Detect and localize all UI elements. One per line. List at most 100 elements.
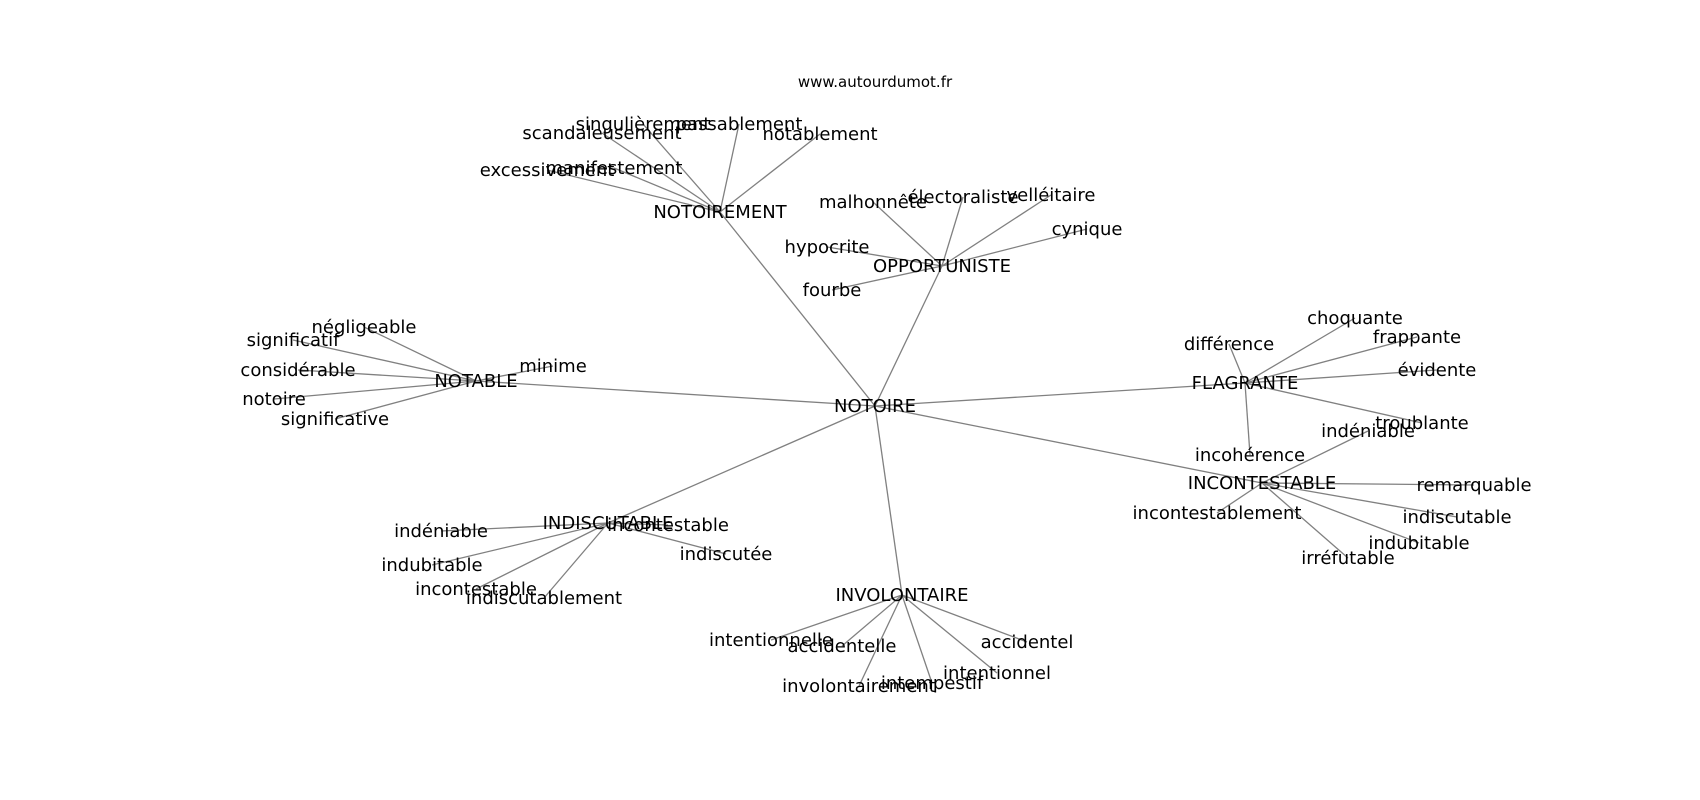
node-significatif[interactable]: significatif	[247, 330, 341, 351]
edge-involontaire-accidentelle	[841, 594, 903, 647]
edge-notable-negligeable	[363, 326, 477, 382]
edge-involontaire-accidentel	[901, 594, 1028, 643]
node-manifestement[interactable]: manifestement	[546, 158, 683, 179]
node-fourbe[interactable]: fourbe	[803, 280, 862, 301]
node-notable[interactable]: NOTABLE	[434, 371, 517, 392]
edges-layer	[273, 123, 1475, 687]
edge-indiscutable-hub-indeniable-left	[440, 522, 609, 532]
node-intentionnelle[interactable]: intentionnelle	[709, 630, 833, 651]
node-cynique[interactable]: cynique	[1052, 219, 1123, 240]
edge-indiscutable-hub-indubitable-left	[431, 522, 609, 566]
edge-flagrante-difference	[1228, 343, 1246, 384]
node-indubitable-right[interactable]: indubitable	[1368, 533, 1469, 554]
nodes-layer: NOTOIRE NOTOIREMENT OPPORTUNISTE NOTABLE FLA…	[240, 114, 1531, 697]
node-notoire-leaf[interactable]: notoire	[242, 389, 306, 410]
node-intempestif[interactable]: intempestif	[881, 673, 984, 694]
edge-incontestable-hub-incontestablement	[1216, 482, 1263, 514]
edge-notoire-incontestable-hub	[874, 405, 1263, 484]
edge-notoirement-manifestement	[613, 167, 721, 213]
edge-involontaire-intempestif	[901, 594, 933, 684]
edge-opportuniste-malhonnete	[872, 201, 943, 267]
node-troublante[interactable]: troublante	[1375, 413, 1468, 434]
node-choquante[interactable]: choquante	[1307, 308, 1403, 329]
edge-notable-notoire-leaf	[273, 380, 477, 400]
node-evidente[interactable]: évidente	[1398, 360, 1477, 381]
edge-indiscutable-hub-incontestable-low	[475, 522, 609, 590]
edge-flagrante-frappante	[1244, 336, 1418, 384]
node-opportuniste[interactable]: OPPORTUNISTE	[873, 256, 1011, 277]
node-frappante[interactable]: frappante	[1373, 327, 1461, 348]
edge-notable-minime	[475, 365, 554, 382]
node-minime[interactable]: minime	[519, 356, 587, 377]
node-velleitaire[interactable]: velléitaire	[1007, 185, 1096, 206]
node-considerable[interactable]: considérable	[240, 360, 355, 381]
node-malhonnete[interactable]: malhonnête	[819, 192, 927, 213]
node-flagrante[interactable]: FLAGRANTE	[1192, 373, 1299, 394]
node-involontairement[interactable]: involontairement	[782, 676, 936, 697]
node-indeniable-left[interactable]: indéniable	[394, 521, 488, 542]
edge-opportuniste-fourbe	[831, 265, 943, 291]
node-notoirement[interactable]: NOTOIREMENT	[653, 202, 787, 223]
node-excessivement[interactable]: excessivement	[480, 160, 615, 181]
edge-notable-considerable	[297, 369, 477, 382]
edge-incontestable-hub-remarquable	[1261, 482, 1475, 486]
edge-involontaire-intentionnel	[901, 594, 998, 674]
node-incoherence[interactable]: incohérence	[1195, 445, 1305, 466]
node-singulierement[interactable]: singulièrement	[576, 114, 711, 135]
node-accidentelle[interactable]: accidentelle	[788, 636, 897, 657]
edge-involontaire-involontairement	[858, 594, 903, 687]
node-negligeable[interactable]: négligeable	[312, 317, 417, 338]
source-label: www.autourdumot.fr	[798, 73, 953, 91]
edge-notable-significatif	[292, 339, 477, 382]
edge-opportuniste-hypocrite	[826, 246, 943, 267]
node-incontestable-hub[interactable]: INCONTESTABLE	[1188, 473, 1336, 494]
node-incontestablement[interactable]: incontestablement	[1133, 503, 1302, 524]
node-hypocrite[interactable]: hypocrite	[785, 237, 870, 258]
edge-opportuniste-cynique	[941, 228, 1088, 267]
edge-indiscutable-hub-incontestable-left	[607, 522, 669, 526]
edge-opportuniste-electoraliste	[941, 196, 964, 267]
node-significative[interactable]: significative	[281, 409, 389, 430]
node-indiscutablement[interactable]: indiscutablement	[466, 588, 622, 609]
node-indeniable-right[interactable]: indéniable	[1321, 421, 1415, 442]
edge-notoire-opportuniste	[874, 265, 943, 407]
node-intentionnel[interactable]: intentionnel	[943, 663, 1051, 684]
edge-notoirement-excessivement	[546, 169, 721, 213]
node-involontaire[interactable]: INVOLONTAIRE	[835, 585, 968, 606]
edge-notoire-indiscutable-hub	[607, 405, 876, 524]
node-indiscutee[interactable]: indiscutée	[680, 544, 773, 565]
edge-notoirement-scandaleusement	[601, 132, 721, 213]
node-accidentel[interactable]: accidentel	[981, 632, 1074, 653]
node-irrefutable[interactable]: irréfutable	[1301, 548, 1395, 569]
edge-notoire-notoirement	[719, 211, 876, 407]
node-scandaleusement[interactable]: scandaleusement	[522, 123, 681, 144]
node-incontestable-low[interactable]: incontestable	[415, 579, 537, 600]
edge-notoire-flagrante	[874, 382, 1246, 407]
edge-incontestable-hub-indeniable-right	[1261, 430, 1369, 484]
edge-notable-significative	[334, 380, 477, 420]
edge-opportuniste-velleitaire	[941, 194, 1052, 267]
edge-flagrante-incoherence	[1244, 382, 1251, 456]
edge-involontaire-intentionnelle	[770, 594, 903, 641]
node-notablement[interactable]: notablement	[762, 124, 877, 145]
node-electoraliste[interactable]: électoraliste	[907, 187, 1018, 208]
edge-flagrante-choquante	[1244, 317, 1356, 384]
edge-notoirement-passablement	[719, 123, 740, 213]
node-indiscutable-hub[interactable]: INDISCUTABLE	[543, 513, 674, 534]
node-notoire[interactable]: NOTOIRE	[834, 396, 916, 417]
edge-notoirement-singulierement	[642, 123, 721, 213]
edge-indiscutable-hub-indiscutablement	[543, 522, 609, 599]
edge-notoire-notable	[475, 380, 876, 407]
node-difference[interactable]: différence	[1184, 334, 1274, 355]
node-remarquable[interactable]: remarquable	[1416, 475, 1531, 496]
node-incontestable-left[interactable]: incontestable	[607, 515, 729, 536]
edge-flagrante-troublante	[1244, 382, 1423, 424]
edge-flagrante-evidente	[1244, 369, 1438, 384]
node-indubitable-left[interactable]: indubitable	[381, 555, 482, 576]
node-indiscutable-right[interactable]: indiscutable	[1402, 507, 1511, 528]
edge-notoire-involontaire	[874, 405, 903, 596]
edge-incontestable-hub-indiscutable-right	[1261, 482, 1458, 518]
edge-incontestable-hub-irrefutable	[1261, 482, 1349, 559]
node-passablement[interactable]: passablement	[676, 114, 803, 135]
